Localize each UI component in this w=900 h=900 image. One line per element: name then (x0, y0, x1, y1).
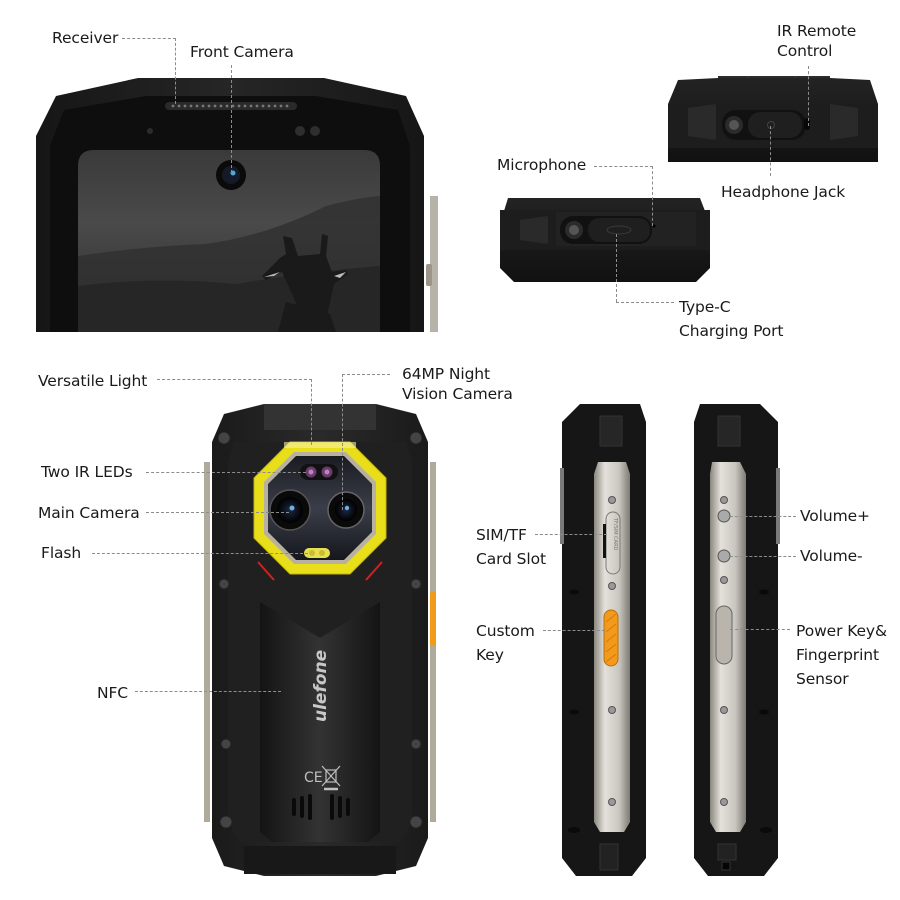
type-c-label-line2: Charging Port (679, 322, 784, 340)
type-c-leader-h (616, 302, 674, 303)
receiver-label: Receiver (52, 29, 119, 47)
headphone-jack-leader-v (770, 126, 771, 176)
right-side-phone (694, 404, 780, 876)
left-side-phone: TF/SIM CARD (560, 404, 646, 876)
versatile-light-leader-h (157, 379, 312, 380)
ir-remote-label-line2: Control (777, 42, 833, 60)
back-view-phone: ulefone CE (204, 404, 436, 876)
versatile-light-leader-v (311, 379, 312, 445)
sim-tf-label-line1: SIM/TF (476, 526, 527, 544)
receiver-leader-h (122, 38, 176, 39)
volume-up-leader-h (730, 516, 796, 517)
microphone-leader-v (652, 166, 653, 226)
ir-leds-leader-h (146, 472, 306, 473)
type-c-label: Type-C Charging Port (679, 295, 784, 343)
custom-key-label: Custom Key (476, 619, 535, 667)
nfc-label: NFC (97, 684, 129, 702)
microphone-leader-h (594, 166, 653, 167)
versatile-light-label: Versatile Light (38, 372, 148, 390)
microphone-label: Microphone (497, 156, 587, 174)
volume-up-label: Volume+ (800, 507, 870, 525)
power-key-label: Power Key& Fingerprint Sensor (796, 619, 887, 691)
nfc-leader-h (135, 691, 281, 692)
type-c-leader-v (616, 234, 617, 302)
headphone-jack-label: Headphone Jack (721, 183, 846, 201)
night-vision-leader-h (342, 374, 390, 375)
volume-down-leader-h (730, 556, 796, 557)
ce-mark: CE (304, 770, 323, 786)
ulefone-logo: ulefone (311, 650, 331, 722)
night-vision-label: 64MP Night Vision Camera (402, 364, 513, 404)
night-vision-leader-v (342, 374, 343, 510)
power-key-label-line2: Fingerprint (796, 646, 879, 664)
main-camera-leader-h (146, 512, 289, 513)
front-view-phone (36, 78, 438, 332)
night-vision-label-line1: 64MP Night (402, 365, 491, 383)
front-camera-label: Front Camera (190, 43, 294, 61)
sim-tf-label: SIM/TF Card Slot (476, 523, 546, 571)
ir-remote-leader-v (808, 66, 809, 126)
main-camera-label: Main Camera (38, 504, 140, 522)
bottom-edge-phone (500, 198, 710, 282)
front-camera-leader-v (231, 65, 232, 173)
sim-tf-label-line2: Card Slot (476, 550, 546, 568)
flash-leader-h (92, 553, 308, 554)
custom-key-label-line2: Key (476, 646, 504, 664)
power-key-label-line1: Power Key& (796, 622, 887, 640)
sim-slot-engraving: TF/SIM CARD (612, 517, 618, 551)
volume-down-label: Volume- (800, 547, 863, 565)
type-c-label-line1: Type-C (679, 298, 731, 316)
night-vision-label-line2: Vision Camera (402, 385, 513, 403)
power-key-label-line3: Sensor (796, 670, 849, 688)
sim-tf-leader-h (535, 534, 607, 535)
ir-remote-label-line1: IR Remote (777, 22, 857, 40)
weee-bin-icon (321, 765, 341, 791)
flash-label: Flash (41, 544, 82, 562)
ir-remote-label: IR Remote Control (777, 21, 856, 61)
power-key-leader-h (730, 629, 790, 630)
ir-leds-label: Two IR LEDs (41, 463, 133, 481)
custom-key-label-line1: Custom (476, 622, 535, 640)
top-edge-phone (668, 76, 878, 162)
custom-key-leader-h (543, 630, 605, 631)
receiver-leader-v (175, 38, 176, 104)
